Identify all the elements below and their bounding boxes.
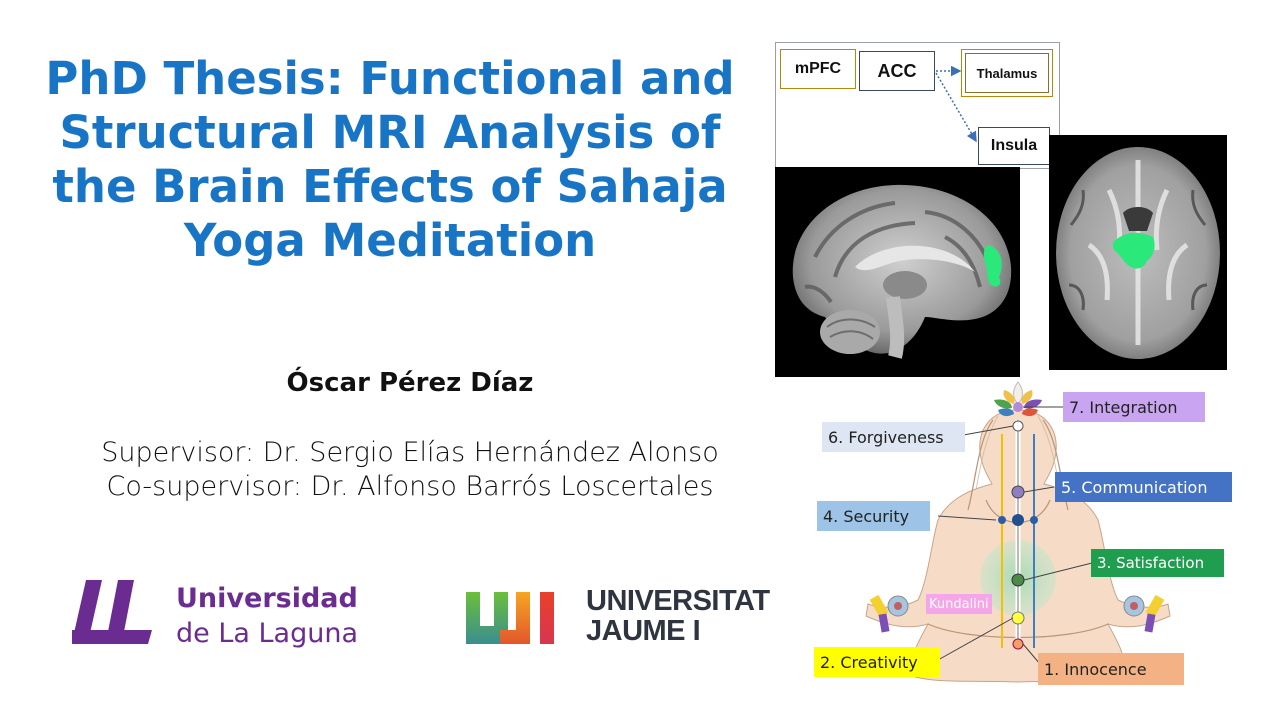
uji-logo-icon bbox=[466, 592, 554, 644]
diagram-arrows bbox=[935, 65, 977, 143]
node-acc: ACC bbox=[859, 51, 935, 91]
brain-axial-image bbox=[1049, 135, 1227, 370]
chakra-label-4: 4. Security bbox=[817, 501, 930, 531]
slide-title: PhD Thesis: Functional and Structural MR… bbox=[45, 52, 735, 267]
uji-wordmark: UNIVERSITAT JAUME I bbox=[586, 586, 770, 646]
supervisor-line: Supervisor: Dr. Sergio Elías Hernández A… bbox=[101, 437, 719, 468]
chakra-figure bbox=[865, 381, 1171, 683]
chakra-label-7: 7. Integration bbox=[1063, 392, 1205, 422]
ull-wordmark: Universidad de La Laguna bbox=[176, 582, 358, 652]
chakra-label-6: 6. Forgiveness bbox=[822, 422, 965, 452]
node-mpfc: mPFC bbox=[780, 49, 856, 89]
uji-line2: JAUME I bbox=[586, 615, 701, 647]
ull-line1: Universidad bbox=[176, 583, 358, 614]
brain-sagittal-image bbox=[775, 167, 1020, 377]
uji-line1: UNIVERSITAT bbox=[586, 585, 770, 617]
chakra-label-5: 5. Communication bbox=[1055, 472, 1232, 502]
supervisors-block: Supervisor: Dr. Sergio Elías Hernández A… bbox=[40, 436, 780, 504]
chakra-label-2: 2. Creativity bbox=[814, 647, 940, 677]
cosupervisor-line: Co-supervisor: Dr. Alfonso Barrós Loscer… bbox=[106, 471, 714, 502]
thalamus-label: Thalamus bbox=[976, 65, 1038, 81]
ull-line2: de La Laguna bbox=[176, 618, 358, 649]
ull-logo-icon bbox=[72, 580, 152, 644]
thalamus-inner-border bbox=[965, 53, 1049, 93]
node-thalamus: Thalamus bbox=[961, 49, 1053, 97]
connectivity-diagram: mPFC ACC Thalamus Insula bbox=[775, 42, 1060, 169]
author-name: Óscar Pérez Díaz bbox=[286, 368, 534, 398]
kundalini-label: Kundalini bbox=[926, 594, 992, 614]
node-insula: Insula bbox=[978, 127, 1050, 165]
arrow-acc-insula bbox=[935, 72, 977, 143]
chakra-label-3: 3. Satisfaction bbox=[1091, 549, 1224, 577]
chakra-label-1: 1. Innocence bbox=[1038, 653, 1184, 685]
